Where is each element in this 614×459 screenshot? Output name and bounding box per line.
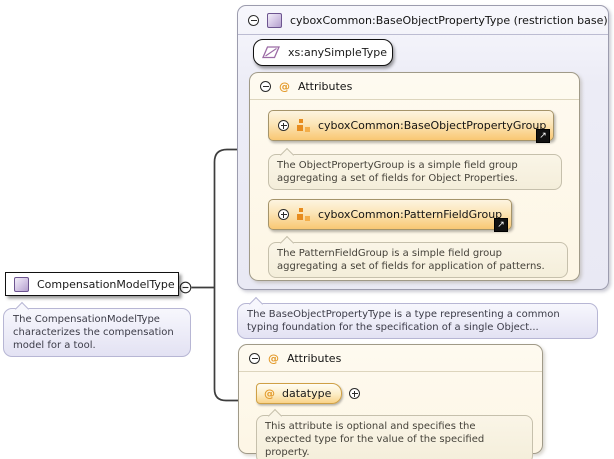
collapse-icon[interactable] <box>248 15 259 26</box>
restriction-base-node[interactable]: xs:anySimpleType <box>253 39 393 66</box>
restriction-base-label: xs:anySimpleType <box>288 46 387 59</box>
group-annotation-tooltip: The PatternFieldGroup is a simple field … <box>268 235 568 278</box>
goto-definition-icon[interactable]: ↗ <box>536 129 550 143</box>
attribute-name: datatype <box>282 387 332 400</box>
type-node-label: CompensationModelType <box>37 277 175 291</box>
expand-icon[interactable] <box>278 209 289 220</box>
attribute-icon: @ <box>268 352 279 365</box>
type-node-compensationmodeltype[interactable]: CompensationModelType <box>5 272 179 296</box>
attribute-group-icon <box>297 208 310 221</box>
expand-icon[interactable] <box>278 120 289 131</box>
attribute-annotation-tooltip: This attribute is optional and specifies… <box>256 408 533 459</box>
collapse-toggle-icon[interactable] <box>179 281 192 294</box>
attribute-icon: @ <box>264 387 275 400</box>
base-type-panel: cyboxCommon:BaseObjectPropertyType (rest… <box>237 5 609 290</box>
local-attributes-panel: @ Attributes @ datatype This attribute i… <box>238 344 543 459</box>
local-attributes-header: @ Attributes <box>239 345 542 372</box>
base-type-annotation-text: The BaseObjectPropertyType is a type rep… <box>247 309 560 333</box>
type-annotation-tooltip: The CompensationModelType characterizes … <box>3 301 191 357</box>
collapse-icon[interactable] <box>249 353 260 364</box>
complex-type-icon <box>14 276 29 292</box>
attribute-node-datatype[interactable]: @ datatype <box>256 383 343 404</box>
local-attributes-title: Attributes <box>287 352 342 365</box>
attribute-group-icon <box>297 119 310 132</box>
group-annotation-text: The ObjectPropertyGroup is a simple fiel… <box>277 160 518 184</box>
base-type-panel-header: cyboxCommon:BaseObjectPropertyType (rest… <box>238 6 608 35</box>
group-annotation-tooltip: The ObjectPropertyGroup is a simple fiel… <box>268 147 562 190</box>
branch-line <box>213 148 239 402</box>
attributes-section: @ Attributes cyboxCommon:BaseObjectPrope… <box>249 72 580 281</box>
attribute-group-patternfieldgroup[interactable]: cyboxCommon:PatternFieldGroup ↗ <box>268 199 512 232</box>
base-type-annotation-tooltip: The BaseObjectPropertyType is a type rep… <box>237 296 598 339</box>
attributes-section-title: Attributes <box>298 80 353 93</box>
attribute-icon: @ <box>279 80 290 93</box>
attribute-group-label: cyboxCommon:BaseObjectPropertyGroup <box>318 119 547 132</box>
base-type-panel-title: cyboxCommon:BaseObjectPropertyType (rest… <box>290 14 608 27</box>
type-annotation-text: The CompensationModelType characterizes … <box>13 314 174 351</box>
goto-definition-icon[interactable]: ↗ <box>494 218 508 232</box>
group-annotation-text: The PatternFieldGroup is a simple field … <box>277 248 545 272</box>
attributes-section-header: @ Attributes <box>250 73 579 100</box>
attribute-row: @ datatype <box>256 383 361 404</box>
attribute-group-label: cyboxCommon:PatternFieldGroup <box>318 208 503 221</box>
attribute-annotation-text: This attribute is optional and specifies… <box>265 421 485 458</box>
complex-type-icon <box>267 13 282 28</box>
expand-icon[interactable] <box>349 388 361 399</box>
simple-type-icon <box>262 46 280 59</box>
attribute-group-baseobjectpropertygroup[interactable]: cyboxCommon:BaseObjectPropertyGroup ↗ <box>268 110 554 143</box>
collapse-icon[interactable] <box>260 81 271 92</box>
